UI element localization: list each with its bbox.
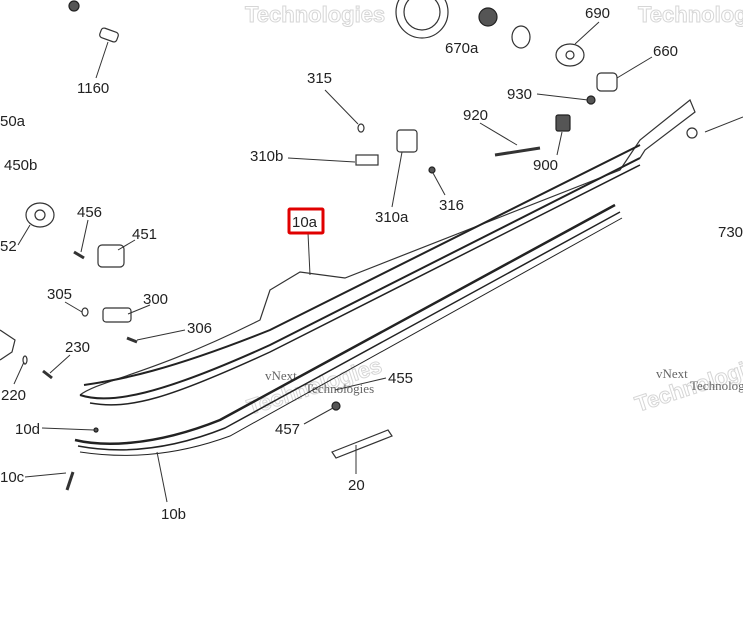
label-230[interactable]: 230 bbox=[65, 339, 90, 356]
label-451[interactable]: 451 bbox=[132, 226, 157, 243]
screw-306[interactable] bbox=[126, 336, 138, 344]
label-690[interactable]: 690 bbox=[585, 5, 610, 22]
watermark: Technologies Technologies Technologies T… bbox=[243, 2, 743, 421]
label-920[interactable]: 920 bbox=[463, 107, 488, 124]
part-300[interactable] bbox=[102, 307, 132, 323]
nut-457[interactable] bbox=[331, 401, 341, 411]
label-315[interactable]: 315 bbox=[307, 70, 332, 87]
part-660[interactable] bbox=[596, 72, 618, 92]
screw-10c[interactable] bbox=[65, 471, 75, 491]
label-20[interactable]: 20 bbox=[348, 477, 365, 494]
part-900[interactable] bbox=[555, 114, 571, 132]
pin-1160[interactable] bbox=[99, 27, 119, 43]
label-310b[interactable]: 310b bbox=[250, 148, 283, 165]
screw-316[interactable] bbox=[428, 166, 436, 174]
leader-lines bbox=[13, 21, 743, 503]
bolt-456[interactable] bbox=[73, 250, 85, 260]
label-220[interactable]: 220 bbox=[1, 387, 26, 404]
label-670a[interactable]: 670a bbox=[445, 40, 479, 57]
pin-920[interactable] bbox=[494, 146, 541, 157]
bearing-part[interactable] bbox=[478, 7, 498, 27]
label-457[interactable]: 457 bbox=[275, 421, 300, 438]
label-455[interactable]: 455 bbox=[388, 370, 413, 387]
pad-310b[interactable] bbox=[355, 154, 379, 166]
block-310a[interactable] bbox=[396, 129, 418, 153]
label-310a[interactable]: 310a bbox=[375, 209, 409, 226]
decal-20[interactable] bbox=[331, 429, 393, 459]
nut-930[interactable] bbox=[586, 95, 596, 105]
part-labels: 1160 315 690 670a 660 930 920 900 310b 3… bbox=[0, 5, 743, 523]
ring-part[interactable] bbox=[511, 25, 531, 49]
svg-text:Technologies: Technologies bbox=[245, 2, 385, 27]
runner-10b[interactable] bbox=[74, 203, 623, 456]
label-660[interactable]: 660 bbox=[653, 43, 678, 60]
label-306[interactable]: 306 bbox=[187, 320, 212, 337]
label-300[interactable]: 300 bbox=[143, 291, 168, 308]
label-730[interactable]: 730 bbox=[718, 224, 743, 241]
label-10c[interactable]: 10c bbox=[0, 469, 25, 486]
label-930[interactable]: 930 bbox=[507, 86, 532, 103]
svg-text:Technologies: Technologies bbox=[638, 2, 743, 27]
svg-text:vNext: vNext bbox=[656, 366, 688, 381]
svg-text:Technologies: Technologies bbox=[690, 378, 743, 393]
label-452[interactable]: 52 bbox=[0, 238, 17, 255]
label-900[interactable]: 900 bbox=[533, 157, 558, 174]
washer-305[interactable] bbox=[81, 307, 89, 317]
selected-part-highlight bbox=[287, 207, 325, 235]
label-450a[interactable]: 50a bbox=[0, 113, 26, 130]
svg-text:vNext: vNext bbox=[265, 368, 297, 383]
label-450b[interactable]: 450b bbox=[4, 157, 37, 174]
label-456[interactable]: 456 bbox=[77, 204, 102, 221]
washer-right[interactable] bbox=[686, 127, 698, 139]
rail-10a[interactable] bbox=[79, 99, 696, 406]
part-451[interactable] bbox=[97, 244, 125, 268]
bolt-230[interactable] bbox=[42, 369, 53, 380]
label-305[interactable]: 305 bbox=[47, 286, 72, 303]
label-10a[interactable]: 10a bbox=[292, 214, 318, 231]
pin-10d[interactable] bbox=[93, 427, 99, 433]
label-10b[interactable]: 10b bbox=[161, 506, 186, 523]
label-10d[interactable]: 10d bbox=[15, 421, 40, 438]
label-1160[interactable]: 1160 bbox=[77, 80, 109, 97]
label-316[interactable]: 316 bbox=[439, 197, 464, 214]
washer-315[interactable] bbox=[357, 123, 365, 133]
